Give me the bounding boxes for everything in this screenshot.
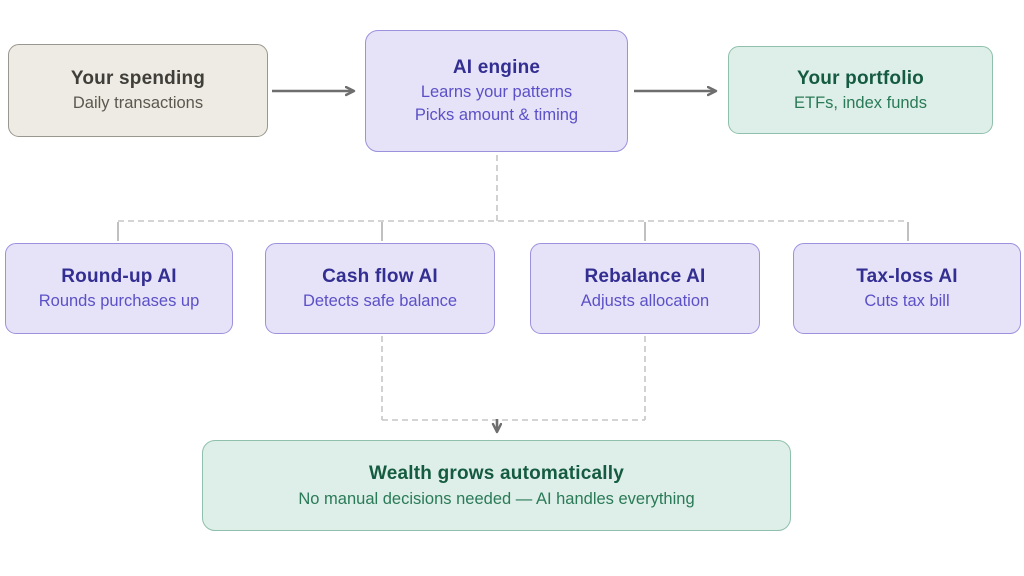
your-portfolio-title: Your portfolio <box>797 67 924 89</box>
ai-engine-line2: Picks amount & timing <box>414 106 579 124</box>
node-rebalance-ai: Rebalance AI Adjusts allocation <box>530 243 760 334</box>
your-spending-subtitle: Daily transactions <box>72 94 204 112</box>
wealth-grows-title: Wealth grows automatically <box>368 462 625 484</box>
rebalance-ai-subtitle: Adjusts allocation <box>580 292 710 310</box>
node-round-up-ai: Round-up AI Rounds purchases up <box>5 243 233 334</box>
cash-flow-ai-title: Cash flow AI <box>322 266 438 287</box>
ai-engine-title: AI engine <box>452 57 541 78</box>
wealth-grows-subtitle: No manual decisions needed — AI handles … <box>298 489 695 508</box>
round-up-ai-subtitle: Rounds purchases up <box>38 292 200 310</box>
node-tax-loss-ai: Tax-loss AI Cuts tax bill <box>793 243 1021 334</box>
round-up-ai-title: Round-up AI <box>61 266 177 287</box>
your-portfolio-subtitle: ETFs, index funds <box>794 93 927 112</box>
your-spending-title: Your spending <box>70 68 206 89</box>
node-ai-engine: AI engine Learns your patterns Picks amo… <box>365 30 628 152</box>
rebalance-ai-title: Rebalance AI <box>584 266 706 287</box>
tax-loss-ai-subtitle: Cuts tax bill <box>864 292 950 310</box>
node-your-portfolio: Your portfolio ETFs, index funds <box>728 46 993 134</box>
cash-flow-ai-subtitle: Detects safe balance <box>302 292 458 310</box>
node-your-spending: Your spending Daily transactions <box>8 44 268 137</box>
node-wealth-grows: Wealth grows automatically No manual dec… <box>202 440 791 531</box>
ai-engine-line1: Learns your patterns <box>420 83 573 101</box>
tax-loss-ai-title: Tax-loss AI <box>856 266 958 287</box>
node-cash-flow-ai: Cash flow AI Detects safe balance <box>265 243 495 334</box>
